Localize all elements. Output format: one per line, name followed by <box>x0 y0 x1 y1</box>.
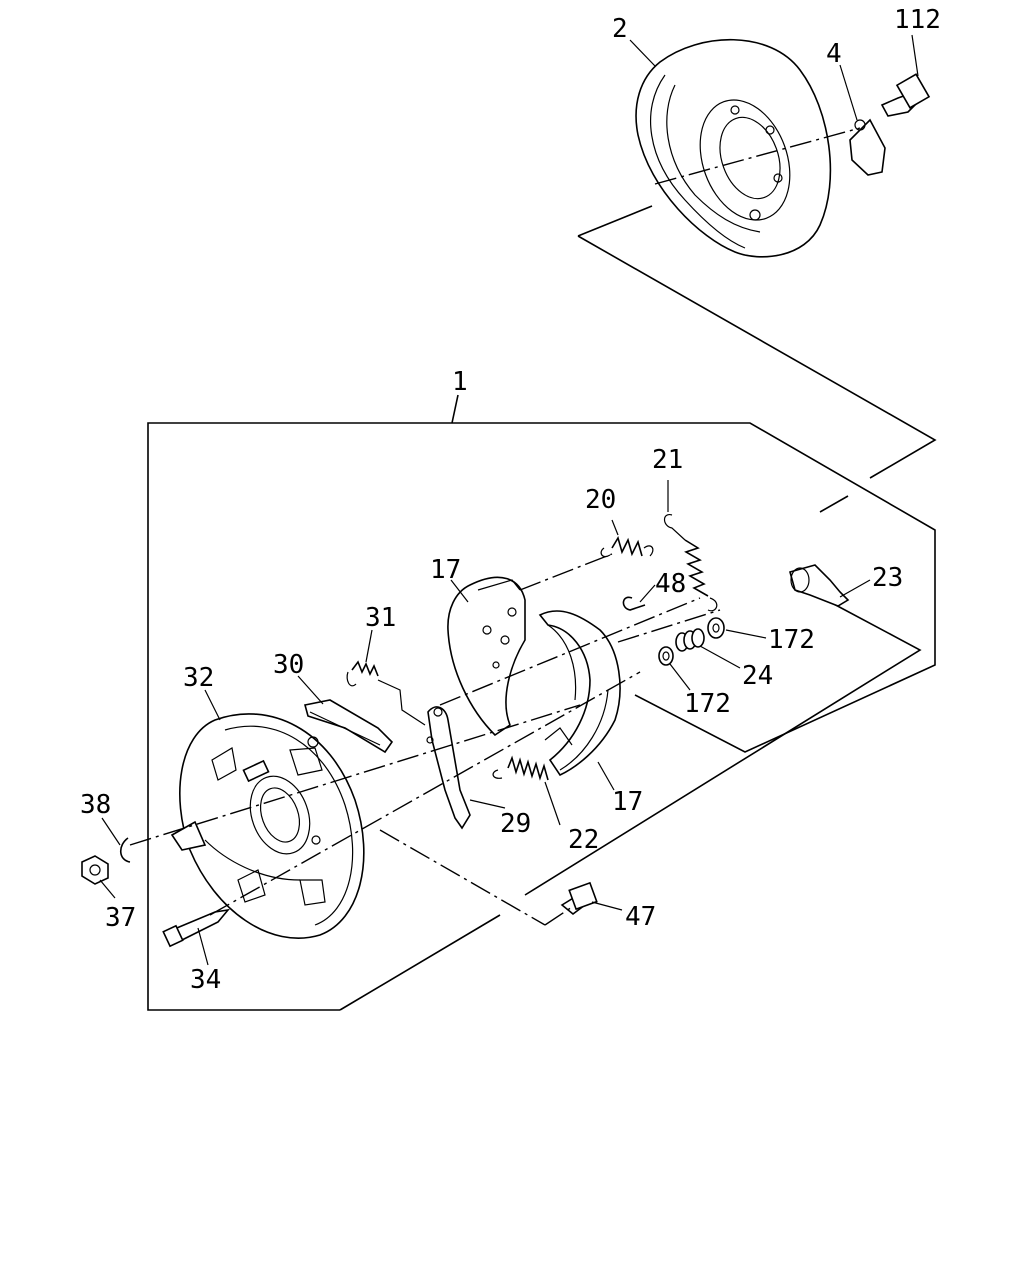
drum-axis <box>654 127 861 185</box>
assembly-frame <box>147 394 936 1011</box>
assembly-axes <box>129 553 721 926</box>
label-21: 21 <box>652 445 683 475</box>
part-112-bolt <box>880 73 931 117</box>
label-1: 1 <box>452 367 468 397</box>
part-48-clip <box>622 596 646 611</box>
label-29: 29 <box>500 809 531 839</box>
part-24-spring <box>675 628 705 652</box>
label-2: 2 <box>612 14 628 44</box>
label-172-upper: 172 <box>768 625 815 655</box>
part-20-spring <box>600 536 654 558</box>
label-23: 23 <box>872 563 903 593</box>
label-112: 112 <box>894 5 941 35</box>
part-23-adjuster <box>789 564 850 607</box>
part-31-spring <box>346 660 379 687</box>
left-brake-shoe <box>447 576 526 737</box>
right-brake-shoe <box>538 610 621 777</box>
part-38-clip <box>119 837 131 863</box>
label-4: 4 <box>826 39 842 69</box>
part-4-plate <box>849 118 886 176</box>
label-17-right: 17 <box>612 787 643 817</box>
washer-172-a <box>707 617 725 639</box>
label-22: 22 <box>568 825 599 855</box>
label-30: 30 <box>273 650 304 680</box>
label-37: 37 <box>105 903 136 933</box>
part-37-nut <box>81 855 109 885</box>
label-38: 38 <box>80 790 111 820</box>
brake-drum <box>635 38 832 258</box>
label-34: 34 <box>190 965 221 995</box>
label-47: 47 <box>625 902 656 932</box>
washer-172-b <box>658 646 674 666</box>
drum-guide-lines <box>577 205 937 513</box>
part-22-spring <box>492 755 549 781</box>
label-20: 20 <box>585 485 616 515</box>
part-29-lever <box>426 706 471 830</box>
part-21-spring <box>663 514 718 612</box>
label-24: 24 <box>742 661 773 691</box>
leader-lines <box>99 34 919 966</box>
label-172-lower: 172 <box>684 689 731 719</box>
label-32: 32 <box>183 663 214 693</box>
part-labels: 1 2 4 112 17 17 20 21 22 23 24 29 30 31 … <box>80 5 941 995</box>
part-47-bleeder <box>560 881 598 916</box>
label-31: 31 <box>365 603 396 633</box>
backing-plate <box>170 713 365 939</box>
label-48: 48 <box>655 569 686 599</box>
label-17-left: 17 <box>430 555 461 585</box>
part-30-strut <box>304 699 394 754</box>
part-34-pin <box>162 908 230 948</box>
spring-31-hook <box>377 679 426 726</box>
